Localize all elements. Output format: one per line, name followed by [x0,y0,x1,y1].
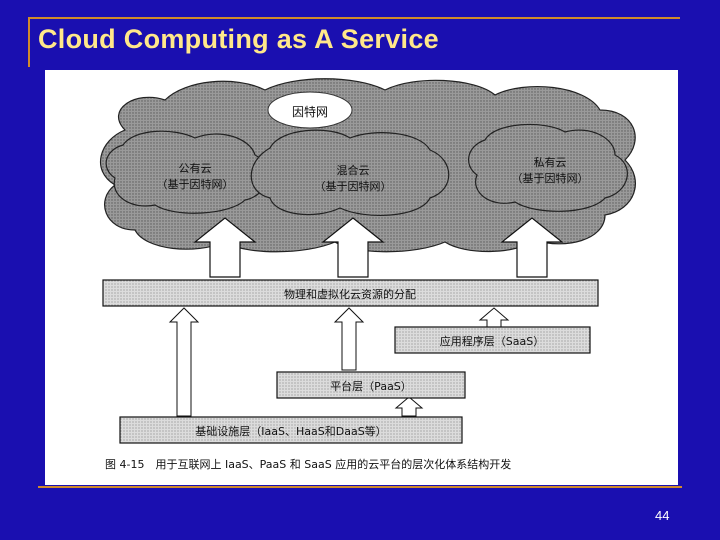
page-number: 44 [655,508,670,523]
hybrid-cloud-name: 混合云 [337,163,370,177]
paas-layer-label: 平台层（PaaS） [330,379,412,393]
private-cloud-note: （基于因特网） [512,171,589,185]
iaas-layer-label: 基础设施层（IaaS、HaaS和DaaS等） [195,424,386,438]
footer-divider [38,486,682,488]
private-cloud-name: 私有云 [534,155,567,169]
resource-layer-label: 物理和虚拟化云资源的分配 [284,287,416,301]
paas-layer: 平台层（PaaS） [276,371,466,399]
title-frame [28,17,680,67]
figure-caption: 图 4-15 用于互联网上 IaaS、PaaS 和 SaaS 应用的云平台的层次… [105,457,511,471]
internet-label: 因特网 [292,104,328,119]
cloud-architecture-diagram: 因特网 公有云 （基于因特网） 混合云 （基于因特网） 私有云 （基于因特网） [99,78,636,471]
hybrid-cloud-note: （基于因特网） [315,179,392,193]
hybrid-cloud: 混合云 （基于因特网） [250,129,450,216]
public-cloud-name: 公有云 [179,161,212,175]
iaas-layer: 基础设施层（IaaS、HaaS和DaaS等） [119,416,463,444]
saas-layer: 应用程序层（SaaS） [394,326,591,354]
private-cloud: 私有云 （基于因特网） [468,123,628,212]
diagram-image: 因特网 公有云 （基于因特网） 混合云 （基于因特网） 私有云 （基于因特网） [45,70,678,485]
public-cloud: 公有云 （基于因特网） [105,130,268,214]
slide-title: Cloud Computing as A Service [38,24,439,54]
cloud-arrows [193,217,564,278]
resource-allocation-layer: 物理和虚拟化云资源的分配 [102,279,599,307]
saas-layer-label: 应用程序层（SaaS） [440,334,544,348]
layer-arrows [168,307,510,417]
public-cloud-note: （基于因特网） [157,177,234,191]
